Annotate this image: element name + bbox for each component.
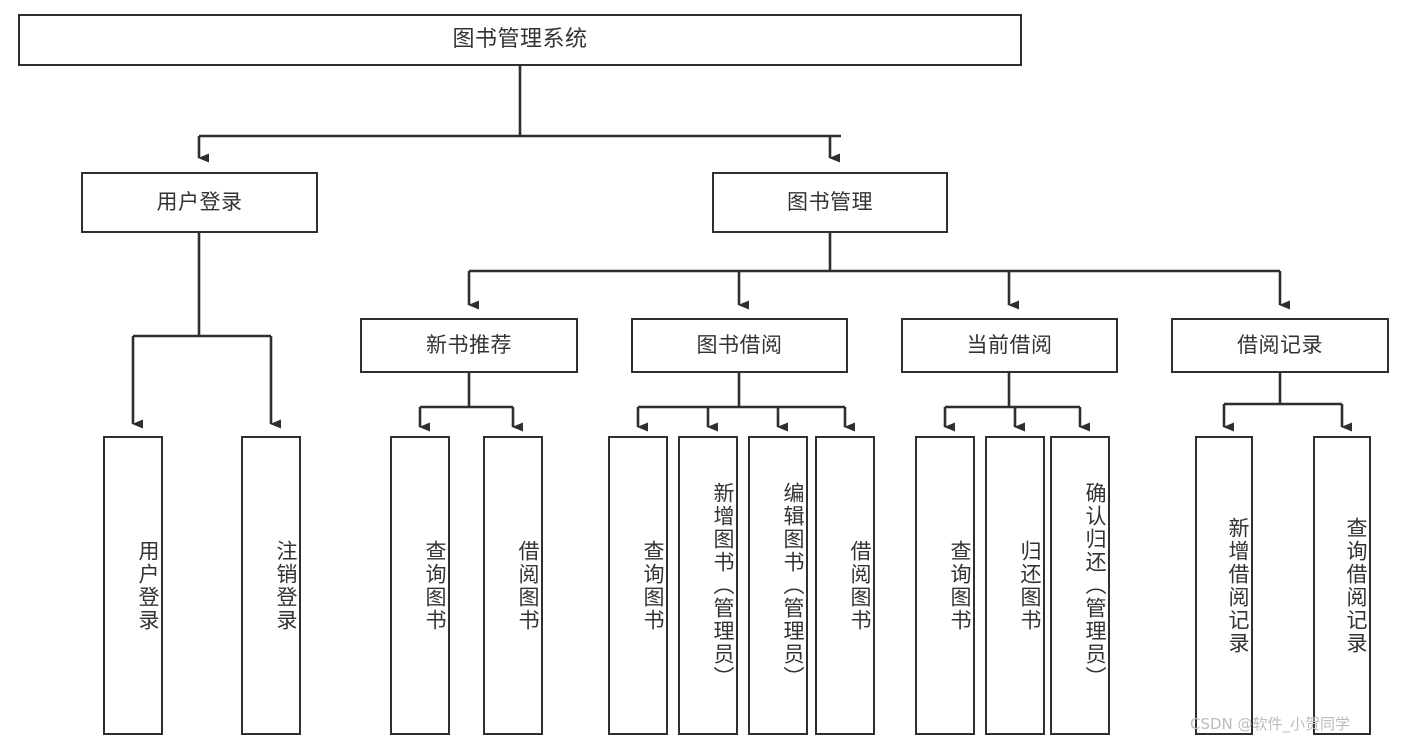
leaf-borrow-book[interactable]: 借阅图书	[815, 436, 875, 735]
node-label: 查询图书	[641, 539, 665, 632]
node-book-management[interactable]: 图书管理	[712, 172, 948, 233]
node-label: 编辑图书（管理员）	[781, 482, 805, 689]
node-label: 归还图书	[1018, 539, 1042, 632]
leaf-query-book-recommend[interactable]: 查询图书	[390, 436, 450, 735]
node-label: 注销登录	[274, 539, 298, 632]
node-label: 确认归还（管理员）	[1083, 482, 1107, 689]
node-root-system[interactable]: 图书管理系统	[18, 14, 1022, 66]
node-label: 借阅图书	[848, 539, 872, 632]
node-label: 借阅记录	[1237, 332, 1323, 357]
node-book-borrow[interactable]: 图书借阅	[631, 318, 848, 373]
node-label: 新增借阅记录	[1226, 516, 1250, 655]
node-label: 用户登录	[136, 539, 160, 632]
node-label: 图书管理	[787, 189, 873, 214]
leaf-add-borrow-record[interactable]: 新增借阅记录	[1195, 436, 1253, 735]
node-label: 查询图书	[423, 539, 447, 632]
node-label: 借阅图书	[516, 539, 540, 632]
leaf-logout[interactable]: 注销登录	[241, 436, 301, 735]
node-new-book-recommend[interactable]: 新书推荐	[360, 318, 578, 373]
node-user-login[interactable]: 用户登录	[81, 172, 318, 233]
leaf-query-book-current[interactable]: 查询图书	[915, 436, 975, 735]
leaf-query-book-borrow[interactable]: 查询图书	[608, 436, 668, 735]
node-label: 用户登录	[156, 189, 243, 214]
node-label: 图书借阅	[696, 332, 783, 357]
leaf-edit-book-admin[interactable]: 编辑图书（管理员）	[748, 436, 808, 735]
node-borrow-record[interactable]: 借阅记录	[1171, 318, 1389, 373]
node-label: 新书推荐	[426, 332, 512, 357]
leaf-borrow-book-recommend[interactable]: 借阅图书	[483, 436, 543, 735]
node-label: 查询借阅记录	[1344, 516, 1368, 655]
node-label: 图书管理系统	[452, 26, 588, 52]
leaf-add-book-admin[interactable]: 新增图书（管理员）	[678, 436, 738, 735]
leaf-confirm-return-admin[interactable]: 确认归还（管理员）	[1050, 436, 1110, 735]
leaf-query-borrow-record[interactable]: 查询借阅记录	[1313, 436, 1371, 735]
node-label: 查询图书	[948, 539, 972, 632]
csdn-watermark: CSDN @软件_小贺同学	[1190, 715, 1351, 733]
node-label: 新增图书（管理员）	[711, 482, 735, 689]
leaf-return-book[interactable]: 归还图书	[985, 436, 1045, 735]
node-current-borrow[interactable]: 当前借阅	[901, 318, 1118, 373]
node-label: 当前借阅	[966, 332, 1053, 357]
leaf-user-login[interactable]: 用户登录	[103, 436, 163, 735]
